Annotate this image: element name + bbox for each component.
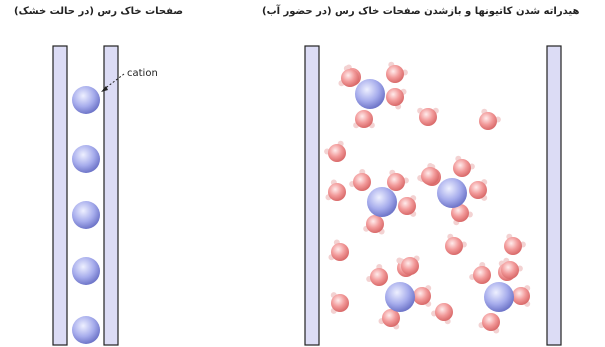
water-molecule: [504, 234, 526, 255]
oxygen-atom: [328, 144, 346, 162]
water-molecule: [398, 195, 416, 217]
cation-sphere: [72, 257, 100, 285]
oxygen-atom: [355, 110, 373, 128]
cation-sphere: [385, 282, 415, 312]
oxygen-atom: [469, 181, 487, 199]
water-molecule: [324, 141, 346, 162]
oxygen-atom: [504, 237, 522, 255]
water-molecule: [413, 285, 431, 307]
oxygen-atom: [341, 69, 359, 87]
water-molecule: [328, 240, 349, 261]
cation-sphere: [484, 282, 514, 312]
water-molecule: [338, 66, 359, 87]
water-molecule: [479, 313, 500, 334]
cation-sphere: [72, 145, 100, 173]
cation-sphere: [72, 86, 100, 114]
oxygen-atom: [501, 261, 519, 279]
oxygen-atom: [386, 88, 404, 106]
water-molecule: [379, 309, 400, 330]
water-molecule: [479, 109, 501, 130]
oxygen-atom: [331, 294, 349, 312]
oxygen-atom: [445, 237, 463, 255]
hydrated-cation: [366, 258, 431, 330]
oxygen-atom: [331, 243, 349, 261]
hydrated-molecules-group: [324, 62, 530, 334]
cation-sphere: [355, 79, 385, 109]
cation-sphere: [72, 316, 100, 344]
hydrated-cation: [349, 169, 416, 234]
oxygen-atom: [482, 313, 500, 331]
water-molecule: [453, 156, 475, 177]
water-molecule: [353, 110, 375, 128]
water-molecule: [512, 285, 530, 307]
water-molecule: [469, 179, 487, 201]
cation-label: cation: [127, 68, 158, 79]
water-molecule: [501, 258, 523, 279]
oxygen-atom: [419, 108, 437, 126]
water-molecule: [431, 303, 453, 324]
water-molecule: [386, 62, 408, 83]
cation-sphere: [72, 201, 100, 229]
water-molecule: [331, 292, 349, 314]
oxygen-atom: [421, 167, 439, 185]
oxygen-atom: [366, 215, 384, 233]
oxygen-atom: [453, 159, 471, 177]
water-molecule: [387, 170, 409, 191]
oxygen-atom: [512, 287, 530, 305]
oxygen-atom: [435, 303, 453, 321]
oxygen-atom: [413, 287, 431, 305]
oxygen-atom: [398, 197, 416, 215]
oxygen-atom: [473, 266, 491, 284]
oxygen-atom: [328, 183, 346, 201]
water-molecule: [349, 169, 371, 191]
cation-sphere: [437, 178, 467, 208]
oxygen-atom: [386, 65, 404, 83]
water-molecule: [386, 88, 407, 109]
water-molecule: [366, 264, 388, 286]
oxygen-atom: [353, 173, 371, 191]
clay-plate-right: [104, 46, 118, 345]
cation-sphere: [367, 187, 397, 217]
water-molecule: [417, 108, 439, 126]
clay-plate-hydrated-left: [305, 46, 319, 345]
water-molecule: [417, 163, 439, 185]
hydrated-clay-panel: [305, 46, 561, 345]
oxygen-atom: [370, 268, 388, 286]
clay-plate-left: [53, 46, 67, 345]
water-molecule: [469, 262, 491, 284]
dry-clay-panel: cation: [53, 46, 158, 345]
hydrated-cation: [469, 260, 530, 333]
oxygen-atom: [401, 257, 419, 275]
clay-plate-hydrated-right: [547, 46, 561, 345]
water-molecule: [363, 215, 384, 234]
oxygen-atom: [387, 173, 405, 191]
water-molecule: [325, 180, 346, 201]
dry-cations-group: [72, 86, 100, 344]
water-molecule: [445, 234, 467, 255]
oxygen-atom: [479, 112, 497, 130]
